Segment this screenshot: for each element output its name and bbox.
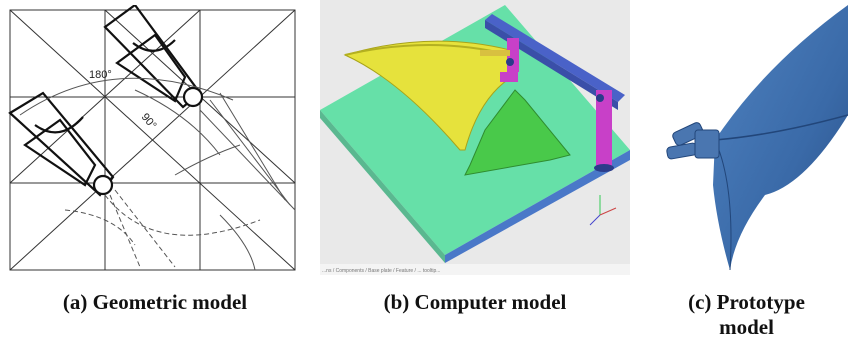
yellow-wing bbox=[343, 40, 516, 151]
angle-label-180: 180° bbox=[89, 69, 112, 81]
caption-prototype-model: (c) Prototype model bbox=[645, 290, 848, 340]
caption-prototype-line1: (c) Prototype bbox=[688, 290, 805, 314]
status-bar-text: ...ns / Components / Base plate / Featur… bbox=[322, 268, 440, 274]
base-plate bbox=[320, 5, 630, 255]
prototype-gripper bbox=[666, 122, 720, 160]
caption-geometric-model: (a) Geometric model bbox=[62, 290, 248, 314]
computer-model-panel: ...ns / Components / Base plate / Featur… bbox=[320, 0, 630, 275]
axis-gizmo bbox=[589, 195, 617, 226]
geometric-model-drawing: 180° 90° bbox=[8, 5, 296, 271]
prototype-model-panel bbox=[655, 5, 848, 275]
frame-rail bbox=[485, 14, 625, 102]
prototype-wing bbox=[713, 5, 848, 270]
angle-label-90: 90° bbox=[139, 111, 159, 131]
computer-model-render: ...ns / Components / Base plate / Featur… bbox=[320, 5, 630, 275]
base-plate-edge bbox=[445, 150, 630, 263]
prototype-model-photo bbox=[666, 5, 848, 271]
caption-computer-model: (b) Computer model bbox=[383, 290, 567, 314]
geometric-model-panel: 180° 90° bbox=[5, 5, 300, 275]
green-wing bbox=[464, 89, 571, 176]
caption-prototype-line2: model bbox=[719, 315, 774, 339]
frame-post bbox=[596, 90, 612, 168]
